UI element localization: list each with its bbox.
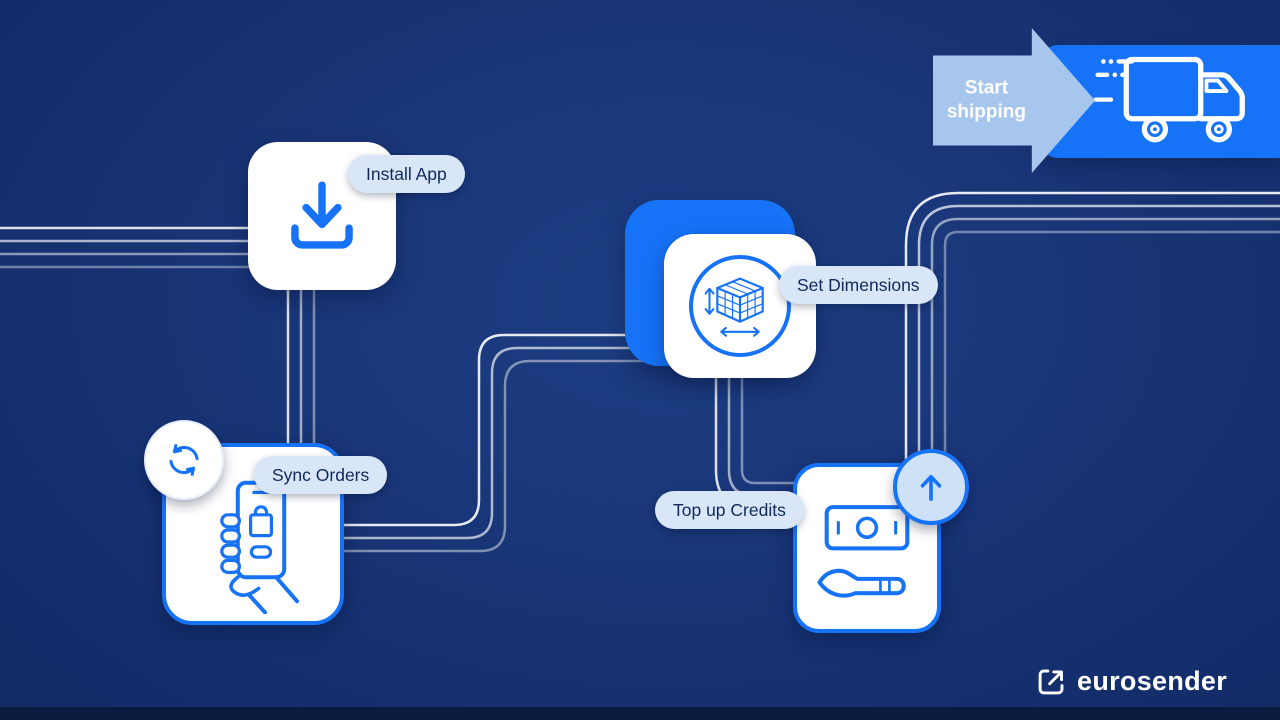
delivery-truck-icon [1093, 56, 1245, 143]
phone-shopping-icon [220, 480, 299, 614]
arrow-up-icon [920, 474, 942, 501]
download-icon [291, 181, 353, 249]
sync-badge [144, 420, 224, 500]
top-up-credits-label: Top up Credits [655, 491, 804, 529]
money-in-hand-icon [817, 505, 910, 598]
bottom-strip [0, 707, 1280, 720]
package-dimensions-icon [704, 277, 764, 337]
sync-orders-label: Sync Orders [254, 456, 388, 494]
top-up-badge [893, 449, 969, 525]
dimensions-ring [689, 255, 791, 357]
start-shipping-label: Start shipping [946, 76, 1027, 123]
eurosender-logo-icon [1038, 669, 1064, 695]
set-dimensions-label: Set Dimensions [779, 266, 938, 304]
brand-logo: eurosender [1036, 666, 1227, 697]
install-app-label: Install App [348, 155, 465, 193]
sync-arrows-icon [169, 444, 199, 476]
brand-name: eurosender [1077, 666, 1228, 696]
